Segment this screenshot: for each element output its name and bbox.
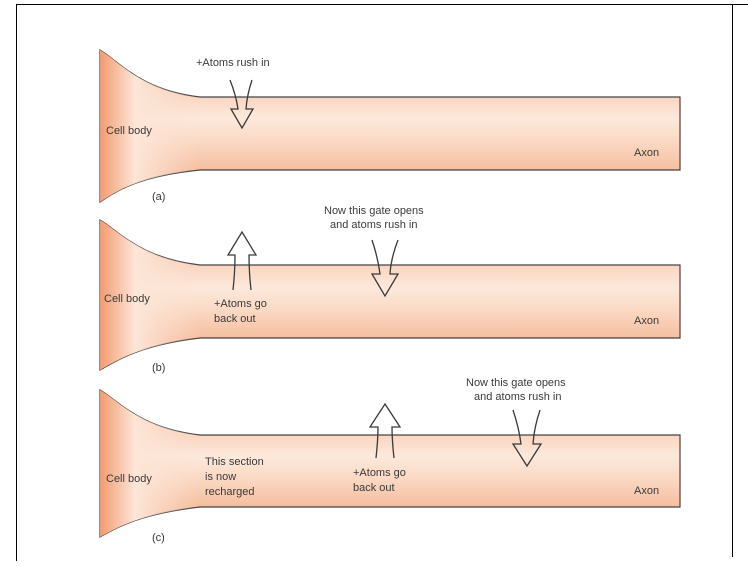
arrow-out-label-b-1: +Atoms go [214, 298, 267, 310]
cell-body-label-c: Cell body [106, 473, 152, 485]
arrow-in-label-c-2: and atoms rush in [474, 391, 561, 403]
arrow-out-label-c-1: +Atoms go [353, 467, 406, 479]
recharged-note-3: recharged [205, 486, 255, 498]
panel-b: Cell body Axon (b) +Atoms go back out No… [100, 205, 680, 374]
arrow-label-a: +Atoms rush in [196, 57, 270, 69]
cell-body-label-b: Cell body [104, 293, 150, 305]
recharged-note-1: This section [205, 456, 264, 468]
cell-body-label-a: Cell body [106, 125, 152, 137]
panel-c: Cell body Axon (c) This section is now r… [100, 377, 680, 544]
arrow-in-label-b-2: and atoms rush in [330, 219, 417, 231]
axon-label-a: Axon [634, 147, 659, 159]
axon-label-c: Axon [634, 485, 659, 497]
axon-label-b: Axon [634, 315, 659, 327]
arrow-in-label-b-1: Now this gate opens [324, 205, 424, 217]
caption-b: (b) [152, 362, 165, 374]
caption-c: (c) [152, 532, 165, 544]
arrow-out-label-c-2: back out [353, 482, 395, 494]
arrow-in-label-c-1: Now this gate opens [466, 377, 566, 389]
panel-a: Cell body Axon (a) +Atoms rush in [100, 50, 680, 203]
recharged-note-2: is now [205, 471, 236, 483]
caption-a: (a) [152, 191, 165, 203]
arrow-out-label-b-2: back out [214, 313, 256, 325]
